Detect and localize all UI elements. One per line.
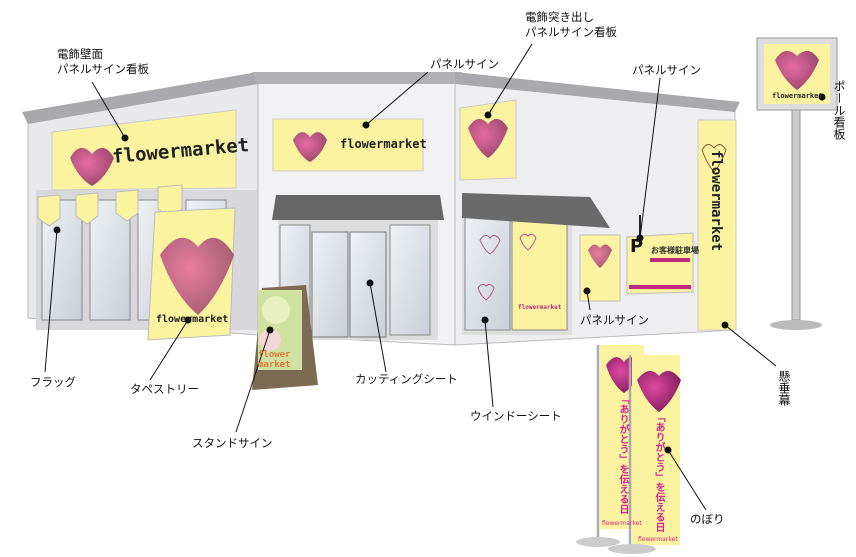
nobori-brand-2: flowermarket [638,536,678,543]
tapestry [147,207,236,341]
label-panel-center: パネルサイン [430,57,499,71]
parking-title: お客様駐車場 [651,246,699,255]
label-nobori: のぼり [690,512,725,526]
window-brand: flowermarket [518,304,562,311]
nobori-flags [576,345,681,554]
label-tapestry: タペストリー [130,382,199,396]
label-wall-sign-line1: 電飾壁面 [57,47,103,61]
label-wall-sign: 電飾壁面 パネルサイン看板 [57,47,149,77]
parking-p-letter: P [630,236,644,257]
label-panel-parking: パネルサイン [632,63,701,77]
nobori-brand-1: flowermarket [602,520,642,527]
label-stand-sign: スタンドサイン [192,436,273,450]
pole-sign-brand: flowermarket [772,92,823,100]
center-panel-sign [272,118,424,172]
label-window-sheet: ウインドーシート [470,409,562,423]
label-wall-sign-line2: パネルサイン看板 [57,62,149,76]
label-flag: フラッグ [30,375,76,389]
label-hanging-banner: 懸垂幕 [777,370,791,406]
window-sheet [477,233,537,301]
tapestry-brand: flowermarket [156,314,229,325]
flags [37,184,183,227]
projecting-panel-sign [459,99,517,181]
hanging-banner [697,119,737,331]
label-projecting-line1: 電飾突き出し [525,10,594,24]
label-pole-sign: ポール看板 [832,80,846,140]
nobori-text-2: 「ありがとう」を伝える日 [653,412,664,532]
label-projecting-sign: 電飾突き出し パネルサイン看板 [525,10,617,40]
stand-sign-text: flower market [258,350,291,370]
leader-lines [44,43,826,511]
panel-signs-right [579,215,694,302]
wall-panel-sign [51,109,237,191]
nobori-text-1: 「ありがとう」を伝える日 [617,394,628,514]
label-projecting-line2: パネルサイン看板 [525,25,617,39]
label-cutting-sheet: カッティングシート [355,372,458,386]
label-panel-lower: パネルサイン [580,313,649,327]
pole-sign [756,37,838,330]
center-sign-brand: flowermarket [340,137,427,151]
banner-brand: flowermarket [708,150,724,252]
